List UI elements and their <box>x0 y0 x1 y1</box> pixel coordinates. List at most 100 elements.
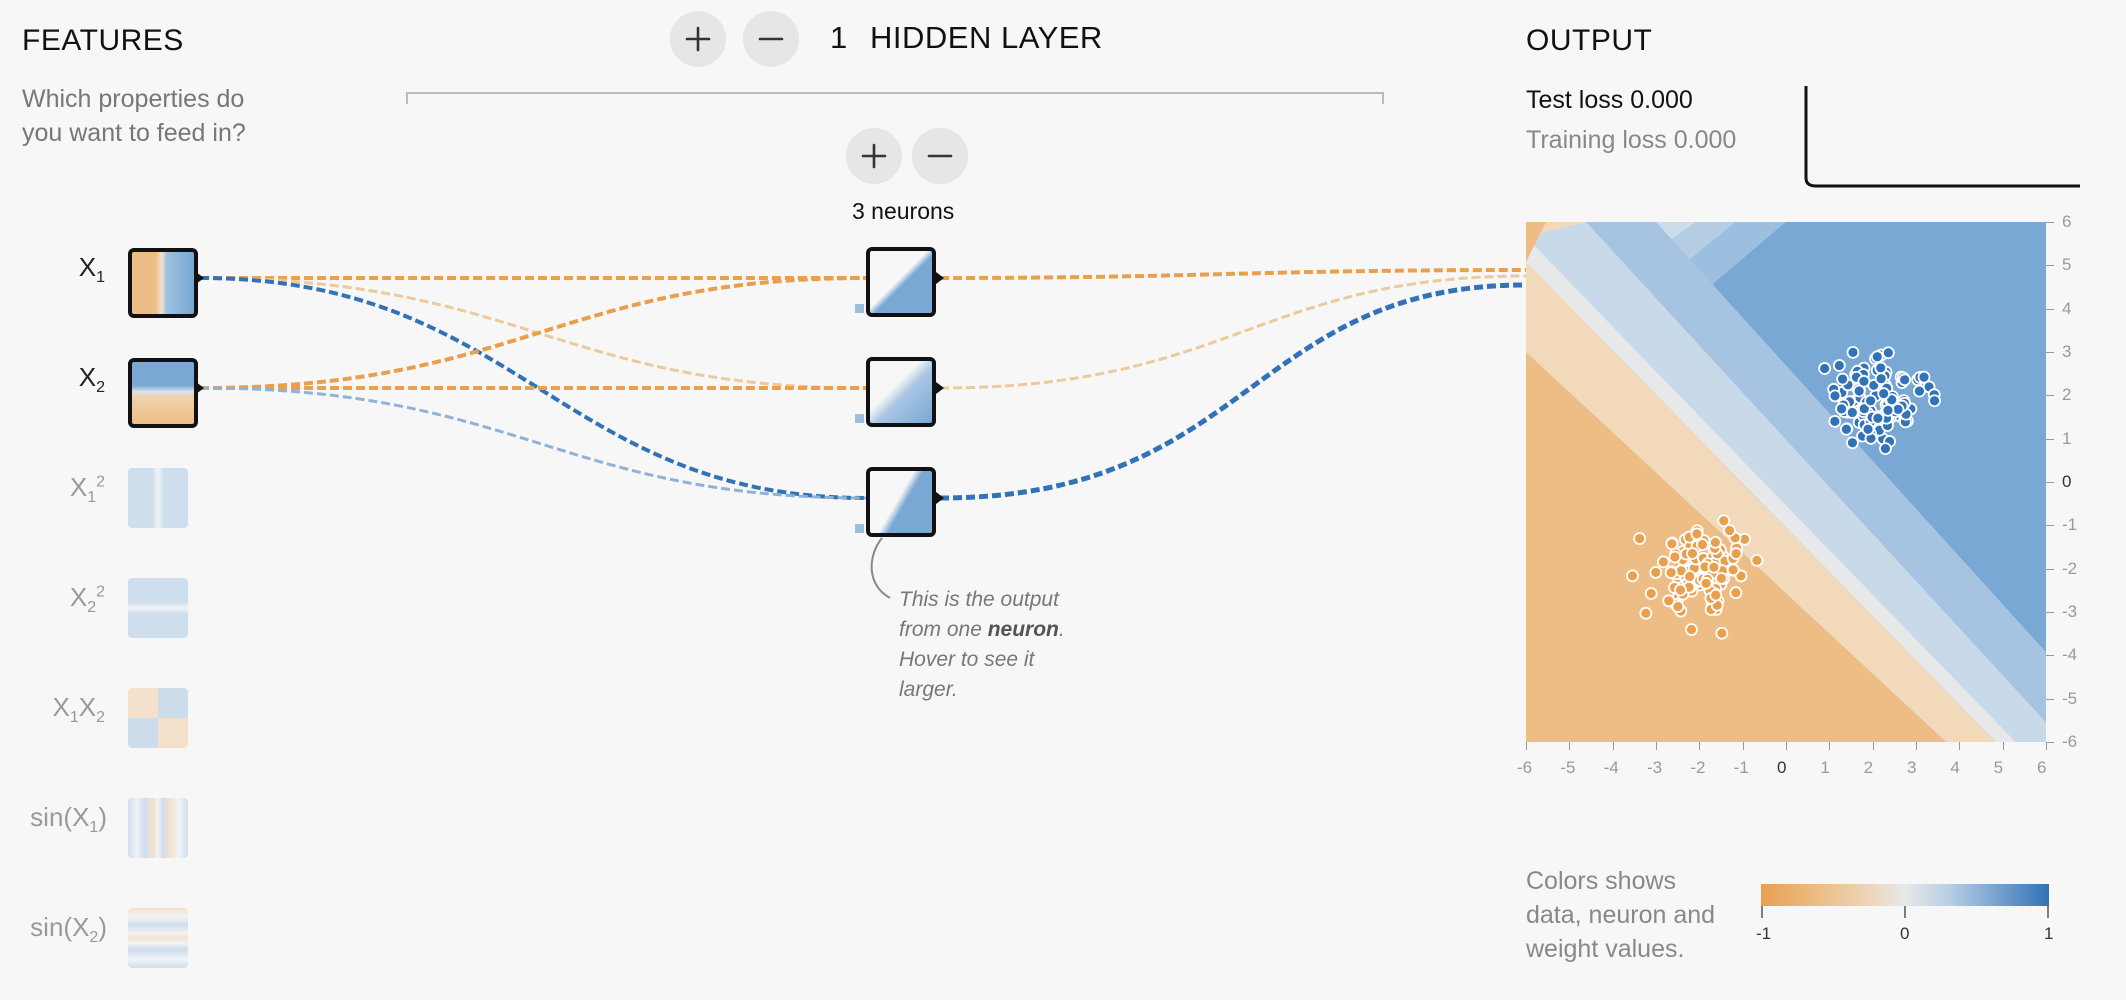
neuron-1[interactable] <box>866 247 936 317</box>
y-tick-mark <box>2046 222 2054 223</box>
x-tick-mark <box>1699 742 1701 750</box>
data-point <box>1845 406 1859 419</box>
add-neuron-button[interactable] <box>846 128 902 184</box>
legend-min: -1 <box>1756 924 1772 943</box>
y-tick-mark <box>2046 612 2054 613</box>
data-point <box>1870 350 1884 364</box>
y-tick-mark <box>2046 265 2054 267</box>
y-tick-mark <box>2046 568 2054 570</box>
data-point <box>1644 587 1658 600</box>
data-point <box>1846 436 1859 450</box>
n2-bias[interactable] <box>855 414 864 423</box>
feature-x2-toggle[interactable] <box>128 358 198 428</box>
data-point <box>1828 389 1842 403</box>
data-point <box>1750 553 1764 567</box>
legend-line1: Colors shows <box>1526 867 1677 895</box>
legend-ticks <box>1761 906 2049 918</box>
test-loss: Test loss 0.000 <box>1526 86 1693 114</box>
remove-neuron-button[interactable] <box>912 128 968 184</box>
x-tick-mark <box>1569 742 1571 750</box>
layer-count: 1 <box>830 20 848 55</box>
features-subtitle-line2: you want to feed in? <box>22 119 246 147</box>
neuron-3[interactable] <box>866 467 936 537</box>
data-point <box>1633 532 1647 545</box>
data-point <box>1656 555 1670 569</box>
link-n1-out[interactable] <box>939 268 1527 280</box>
data-point <box>1913 384 1926 398</box>
data-point <box>1836 372 1849 386</box>
link-x2-n1[interactable] <box>199 276 867 390</box>
color-legend-text: Colors shows data, neuron and weight val… <box>1526 864 1715 966</box>
x-tick-mark <box>2002 742 2004 750</box>
layer-bracket <box>406 92 1384 104</box>
x-tick-label: 1 <box>1820 758 1830 777</box>
y-tick-label: -5 <box>2062 688 2078 708</box>
annotation-line3: Hover to see it <box>899 648 1035 671</box>
neuron-annotation: This is the output from one neuron. Hove… <box>899 585 1065 705</box>
data-point <box>1877 387 1891 401</box>
feature-x1-toggle[interactable] <box>128 248 198 318</box>
x-tick-label: 6 <box>2037 758 2047 777</box>
neuron-2[interactable] <box>866 357 936 427</box>
n1-output-marker <box>936 272 944 284</box>
data-point <box>1861 422 1875 436</box>
plus-icon <box>861 143 887 169</box>
feature-x1-squared-toggle[interactable] <box>128 468 188 528</box>
link-n2-out[interactable] <box>939 274 1527 390</box>
data-point <box>1871 411 1885 425</box>
x-tick-label: 0 <box>1777 758 1787 777</box>
data-point <box>1715 571 1728 585</box>
feature-x2-squared-toggle[interactable] <box>128 578 188 638</box>
y-tick-mark <box>2046 482 2054 483</box>
x-tick-label: 2 <box>1863 758 1874 777</box>
legend-max: 1 <box>2044 924 2054 943</box>
link-x1-n3[interactable] <box>199 276 867 500</box>
data-point <box>1683 570 1697 583</box>
y-tick-label: -2 <box>2062 558 2078 578</box>
x-tick-label: 5 <box>1993 758 2004 777</box>
link-n3-out[interactable] <box>939 282 1527 501</box>
feature-sin-x2-toggle[interactable] <box>128 908 188 968</box>
minus-icon <box>758 37 784 41</box>
data-point <box>1881 346 1895 360</box>
y-tick-label: -3 <box>2062 602 2078 621</box>
add-layer-button[interactable] <box>670 11 726 67</box>
data-point <box>1690 527 1704 541</box>
data-point <box>1649 566 1663 579</box>
x-tick-label: 4 <box>1950 758 1960 777</box>
y-tick-mark <box>2046 525 2054 527</box>
link-x2-n3[interactable] <box>199 386 867 500</box>
data-point <box>1917 370 1931 384</box>
feature-sin-x1-toggle[interactable] <box>128 798 188 858</box>
data-point <box>1674 583 1687 597</box>
y-tick-label: 4 <box>2062 298 2072 318</box>
x-tick-label: -3 <box>1647 758 1663 777</box>
n2-output-marker <box>936 382 944 394</box>
data-point <box>1928 394 1941 408</box>
n1-bias[interactable] <box>855 304 864 313</box>
y-tick-label: -4 <box>2062 645 2078 665</box>
x-tick-label: -4 <box>1603 758 1619 777</box>
n3-bias[interactable] <box>855 524 864 533</box>
data-point <box>1662 594 1676 608</box>
x-tick-mark <box>1742 742 1744 750</box>
remove-layer-button[interactable] <box>743 11 799 67</box>
data-point <box>1874 361 1888 375</box>
y-tick-mark <box>2046 395 2054 397</box>
neuron-count-label: 3 neurons <box>852 198 955 224</box>
data-point <box>1717 514 1731 528</box>
data-point <box>1665 537 1679 551</box>
data-point <box>1832 359 1846 372</box>
y-tick-mark <box>2046 438 2054 440</box>
data-point <box>1898 373 1912 387</box>
y-tick-mark <box>2046 655 2054 657</box>
y-tick-mark <box>2046 742 2054 743</box>
annotation-line1: This is the output <box>899 588 1059 611</box>
x-tick-mark <box>1656 742 1657 750</box>
output-heatmap[interactable] <box>1526 222 2046 742</box>
data-point <box>1699 576 1713 590</box>
feature-x1x2-toggle[interactable] <box>128 688 188 748</box>
x-tick-label: 3 <box>1907 758 1917 777</box>
data-point <box>1671 600 1685 614</box>
